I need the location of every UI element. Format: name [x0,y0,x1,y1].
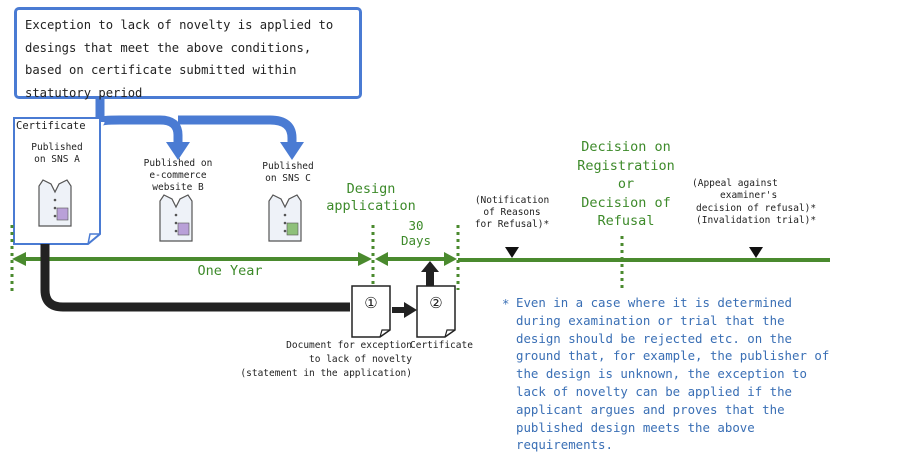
appeal-marker [749,247,763,258]
publication-c-line: Published [262,161,314,172]
footnote-line: applicant argues and proves that the [516,401,785,417]
decision-label: Decision on Registration or Decision of … [556,138,696,231]
decision-line: Refusal [597,213,655,229]
certificate-header: Certificate [16,120,86,132]
decision-line: Registration [577,157,675,174]
design-application-line: Design [346,181,396,197]
publication-b-line: website B [152,182,204,193]
footnote-line: during examination or trial that the [516,312,785,328]
blue-arrow-to-c [178,115,297,146]
appeal-label: (Appeal against examiner's decision of r… [690,178,860,227]
blue-arrow-to-b [95,99,183,146]
blue-arrows [95,99,297,146]
one-year-label: One Year [197,263,263,279]
decision-line: Decision on [581,139,671,155]
notification-label: (Notification of Reasons for Refusal)* [458,195,566,231]
doc2-caption: Certificate [410,340,473,351]
footnote-line: requirements. [516,437,613,453]
decision-line: Decision of [581,194,671,211]
footnote-line: published design meets the above [516,419,755,435]
appeal-line: (Invalidation trial)* [696,214,817,226]
publication-a: Published on SNS A [16,142,98,166]
thirty-days-line: Days [400,233,432,248]
exception-line: based on certificate submitted within [25,63,297,77]
exception-line: desings that meet the above conditions, [25,40,312,55]
vest-icon [159,194,193,242]
publication-a-line: Published [31,142,83,153]
footnote: * Even in a case where it is determined … [502,294,902,454]
footnote-line: ground that, for example, the publisher … [516,348,830,364]
notification-line: for Refusal)* [474,219,550,230]
footnote-line: lack of novelty can be applied if the [516,383,793,399]
doc1-caption-line: to lack of novelty [309,354,412,366]
doc1-caption: Document for exception to lack of novelt… [212,339,412,382]
doc1-icon [351,285,391,338]
thirty-days-label: 30 Days [388,218,444,248]
blue-arrowhead-c [280,142,304,160]
doc1-number: ① [364,294,378,312]
publication-b: Published on e-commerce website B [128,158,228,194]
timeline [10,225,830,292]
design-application-label: Design application [316,181,426,215]
design-application-line: application [326,198,416,214]
notification-line: of Reasons [483,207,541,218]
footnote-line: Even in a case where it is determined [516,295,793,310]
notification-line: (Notification [474,195,550,206]
exception-box: Exception to lack of novelty is applied … [14,7,362,100]
doc1-caption-line: (statement in the application) [240,368,412,380]
vest-icon [38,179,72,227]
appeal-line: (Appeal against [692,178,778,189]
doc1-caption-line: Document for exception [286,340,412,351]
certificate-card [13,117,101,245]
footnote-line: design should be rejected etc. on the [516,330,793,346]
publication-b-line: Published on [143,158,213,169]
black-arrow [40,244,350,312]
vest-icon [268,194,302,242]
footnote-line: the design is unknown, the exception to [516,366,807,382]
footnote-star: * [502,296,510,311]
appeal-line: examiner's [720,190,778,202]
publication-a-line: on SNS A [34,154,80,165]
decision-line: or [617,176,635,192]
thirty-days-line: 30 [408,218,424,233]
blue-arrowhead-b [166,142,190,160]
publication-c: Published on SNS C [250,161,326,185]
notification-marker [505,247,519,258]
doc2-number: ② [429,294,443,312]
exception-line: Exception to lack of novelty is applied … [25,18,334,32]
exception-line: statutory period [25,85,143,100]
publication-c-line: on SNS C [265,173,311,184]
doc2-icon [416,285,456,338]
publication-b-line: e-commerce [149,170,207,181]
appeal-line: decision of refusal)* [696,202,817,214]
